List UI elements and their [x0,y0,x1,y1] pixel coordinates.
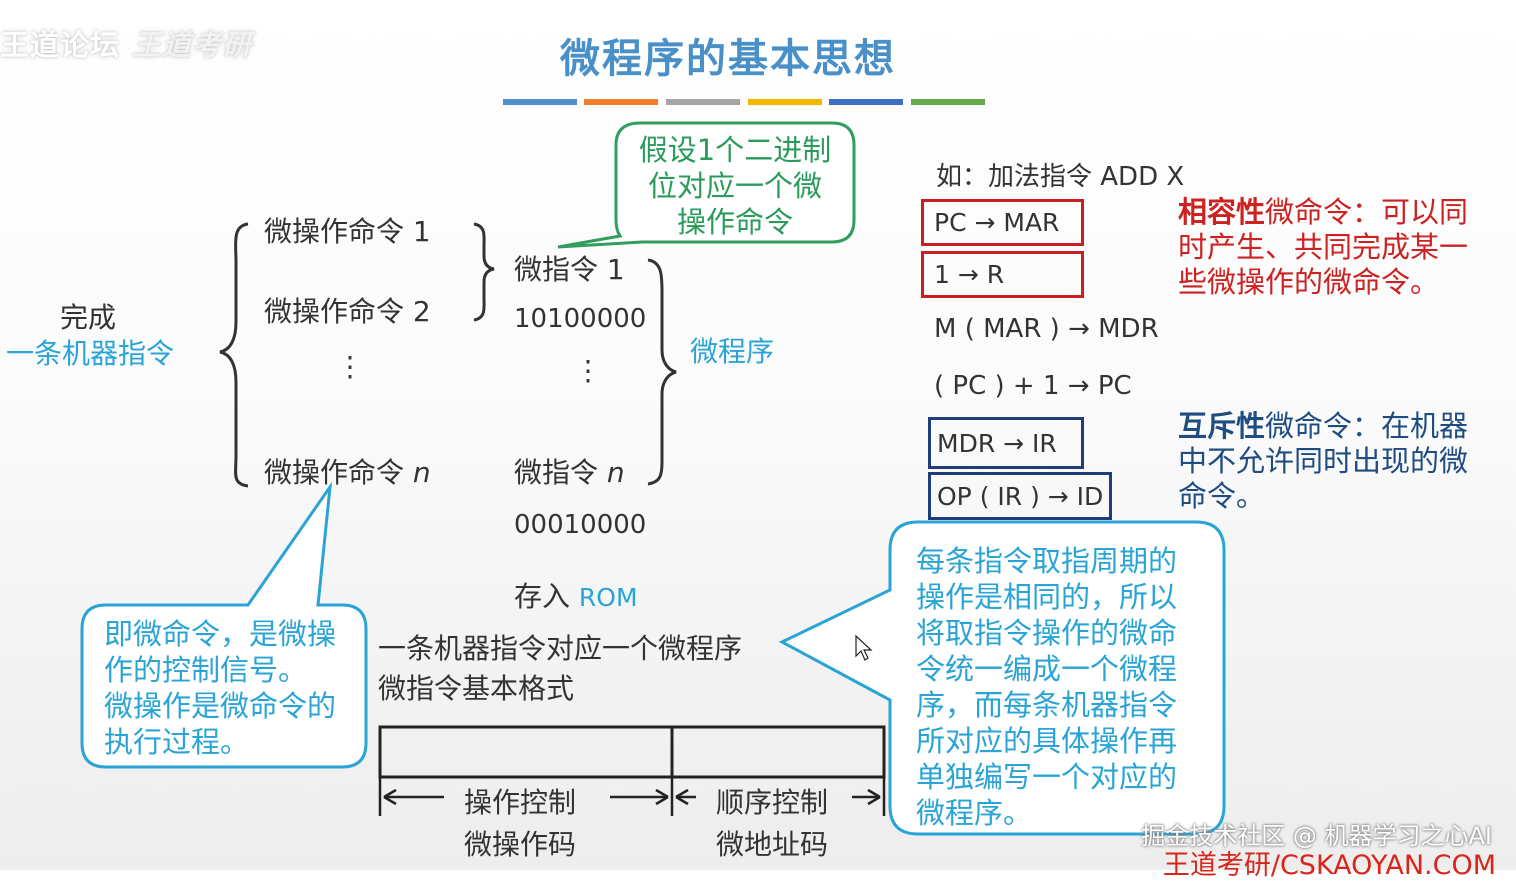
exclusive-note: 互斥性微命令：在机器 中不允许同时出现的微 命令。 [1178,409,1468,514]
mouse-cursor [855,634,873,661]
micro-instruction-format-label: 微指令基本格式 [378,672,575,705]
microprogram-label: 微程序 [690,335,775,368]
addr-code-label: 微地址码 [716,828,829,861]
title-stripe-3 [666,99,740,105]
right-callout-line-6: 所对应的具体操作再 [916,724,1178,758]
micro-instruction-dots: ⋮ [574,354,602,387]
watermark-site-text: 王道论坛 [0,28,121,62]
rom-text: ROM [578,583,638,612]
right-callout-line-8: 微程序。 [916,796,1033,830]
seq-control-label: 顺序控制 [716,786,829,819]
micro-code-n: 00010000 [514,510,647,540]
title-stripe-5 [829,99,903,105]
arrow-op-right-head [655,788,669,806]
green-callout-line-3: 操作命令 [676,205,793,239]
op-control-label: 操作控制 [464,786,577,819]
right-callout-line-1: 每条指令取指周期的 [916,544,1178,578]
arrow-seq-left-head [675,788,689,806]
watermark-site: 王道论坛王道考研 [0,22,252,64]
step-1-to-r: 1 → R [921,251,1084,298]
compatible-bold: 相容性 [1178,195,1266,229]
left-callout-line-2: 作的控制信号。 [104,653,308,687]
big-left-brace [219,222,249,488]
arrow-op-left-head [383,788,397,806]
left-callout-line-4: 执行过程。 [104,725,250,759]
micro-op-1: 微操作命令 1 [264,215,431,248]
right-callout-line-2: 操作是相同的，所以 [916,580,1178,614]
step-m-mar-to-mdr: M ( MAR ) → MDR [934,314,1159,344]
micro-code-1: 10100000 [514,304,647,334]
machine-instruction-label: 一条机器指令 [6,337,175,370]
right-callout-text: 每条指令取指周期的 操作是相同的，所以 将取指令操作的微命 令统一编成一个微程 … [916,543,1177,831]
green-callout-text: 假设1个二进制 位对应一个微 操作命令 [616,132,854,240]
step-pc-to-mar: PC → MAR [921,199,1084,246]
right-callout-line-5: 序，而每条机器指令 [916,688,1178,722]
compatible-line-3: 些微操作的微命令。 [1178,265,1440,299]
micro-instruction-n-prefix: 微指令 [514,456,607,489]
step-mdr-to-ir: MDR → IR [928,417,1084,469]
store-prefix: 存入 [514,580,579,613]
compatible-note: 相容性微命令：可以同 时产生、共同完成某一 些微操作的微命令。 [1178,195,1468,300]
micro-op-n-var: n [412,456,431,489]
large-right-brace [647,258,677,486]
left-callout-line-3: 微操作是微命令的 [104,689,337,723]
left-callout-line-1: 即微命令，是微操 [104,617,337,651]
left-callout-shape [80,481,368,769]
page-title: 微程序的基本思想 [560,35,896,82]
title-stripe-6 [911,99,985,105]
micro-instruction-n-var: n [606,456,625,489]
example-heading: 如：加法指令 ADD X [936,162,1185,192]
watermark-signature: 王道考研 [132,28,253,62]
store-rom-label: 存入 ROM [514,575,638,615]
small-right-brace [473,222,495,322]
green-callout-line-2: 位对应一个微 [647,169,822,203]
right-callout-line-7: 单独编写一个对应的 [916,760,1178,794]
exclusive-bold: 互斥性 [1178,409,1266,443]
step-op-ir-to-id: OP ( IR ) → ID [928,472,1112,520]
micro-op-n: 微操作命令 n [264,451,431,491]
arrow-seq-right-head [867,788,881,806]
right-callout-shape [778,520,1226,836]
right-callout-line-3: 将取指令操作的微命 [916,616,1178,650]
micro-instruction-n: 微指令 n [514,451,625,491]
compatible-line-1: 相容性微命令：可以同 [1178,195,1468,230]
step-pc-plus-1: ( PC ) + 1 → PC [934,371,1132,401]
exclusive-line-1: 互斥性微命令：在机器 [1178,409,1468,444]
format-table [378,725,886,779]
title-stripe-4 [748,99,822,105]
micro-op-dots: ⋮ [336,350,364,383]
op-code-label: 微操作码 [464,828,577,861]
title-stripe-1 [503,99,577,105]
right-callout-line-4: 令统一编成一个微程 [916,652,1178,686]
micro-instruction-1: 微指令 1 [514,253,625,286]
green-callout-line-1: 假设1个二进制 [638,133,832,167]
compatible-line-2: 时产生、共同完成某一 [1178,230,1469,264]
one-instruction-one-microprogram: 一条机器指令对应一个微程序 [378,632,743,665]
micro-op-2: 微操作命令 2 [264,295,431,328]
exclusive-line-1-rest: 微命令：在机器 [1265,409,1469,443]
left-callout-text: 即微命令，是微操 作的控制信号。 微操作是微命令的 执行过程。 [104,616,336,760]
green-callout-shape [557,121,856,249]
watermark-community: 掘金技术社区 @ 机器学习之心AI [1141,822,1492,850]
title-stripe-2 [584,99,658,105]
watermark-url: 王道考研/CSKAOYAN.COM [1162,850,1496,881]
compatible-line-1-rest: 微命令：可以同 [1265,195,1469,229]
micro-op-n-prefix: 微操作命令 [264,456,413,489]
exclusive-line-2: 中不允许同时出现的微 [1178,444,1469,478]
complete-label: 完成 [60,301,117,334]
exclusive-line-3: 命令。 [1178,479,1266,513]
